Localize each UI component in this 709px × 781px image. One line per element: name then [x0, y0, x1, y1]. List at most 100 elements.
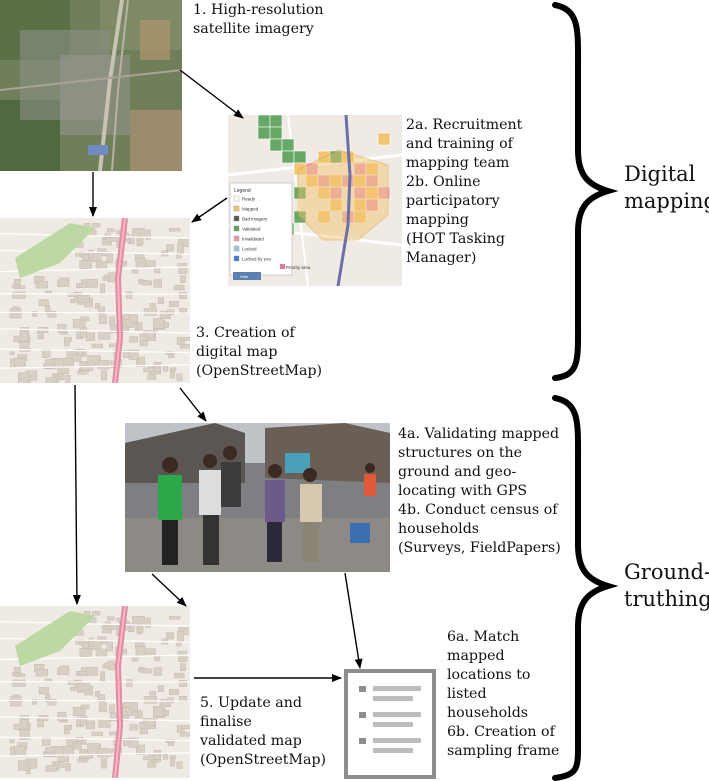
building	[92, 611, 101, 616]
field-validation-photo	[125, 423, 390, 572]
building	[177, 631, 184, 642]
osm-map-final	[0, 606, 190, 778]
building	[122, 350, 130, 358]
building	[80, 316, 90, 322]
step-2-label: 2a. Recruitment and training of mapping …	[406, 117, 523, 266]
building	[147, 762, 157, 768]
building	[179, 344, 190, 349]
building	[79, 648, 93, 657]
task-cell	[353, 210, 367, 224]
building	[97, 694, 105, 703]
legend-swatch	[233, 215, 240, 222]
arrow-osm-to-final	[72, 384, 81, 605]
building	[20, 331, 28, 342]
building	[143, 367, 155, 373]
building	[57, 712, 67, 721]
building	[59, 665, 70, 675]
building	[77, 758, 88, 763]
building	[42, 348, 51, 358]
building	[177, 243, 184, 254]
building	[32, 311, 38, 317]
street	[0, 233, 190, 239]
building	[72, 706, 86, 717]
building	[91, 343, 104, 348]
building	[98, 719, 111, 728]
building	[159, 699, 171, 708]
building	[9, 739, 15, 744]
building	[166, 632, 174, 640]
building	[106, 228, 115, 233]
building	[45, 765, 57, 772]
building	[179, 680, 187, 687]
building	[9, 351, 15, 356]
building	[19, 341, 30, 352]
legend-item-label: Mapped	[242, 207, 259, 212]
building	[143, 755, 155, 761]
building	[80, 327, 87, 338]
building	[136, 356, 145, 367]
building	[36, 669, 49, 677]
building	[59, 277, 70, 287]
street	[0, 736, 190, 742]
building	[65, 374, 71, 383]
building	[147, 374, 157, 380]
building	[143, 308, 157, 316]
legend-swatch	[233, 255, 240, 262]
building	[98, 314, 107, 325]
building	[177, 263, 187, 267]
building	[108, 660, 115, 671]
building	[179, 292, 187, 299]
building	[178, 656, 188, 662]
building	[88, 249, 94, 259]
building	[79, 671, 87, 676]
building	[153, 706, 164, 717]
building	[44, 751, 53, 757]
building	[42, 736, 51, 746]
building	[123, 702, 130, 708]
building	[9, 308, 22, 319]
task-cell	[293, 210, 307, 224]
building	[122, 738, 130, 746]
legend-swatch	[233, 235, 240, 242]
building	[180, 663, 186, 671]
building	[77, 370, 88, 375]
building	[77, 683, 90, 691]
task-cell	[365, 198, 379, 212]
building	[142, 280, 153, 286]
building	[173, 672, 185, 679]
building	[12, 679, 26, 687]
building	[45, 377, 57, 383]
building	[86, 667, 98, 676]
arrow-photo-to-final	[151, 573, 187, 607]
building	[157, 685, 165, 692]
building	[153, 361, 162, 372]
building	[18, 760, 30, 771]
building	[100, 283, 105, 294]
building	[97, 747, 110, 758]
task-cell	[317, 210, 331, 224]
satellite-image	[0, 0, 182, 171]
building	[80, 715, 87, 726]
task-cell	[377, 132, 391, 146]
arrow-photo-to-document	[344, 572, 363, 669]
building	[169, 689, 179, 695]
task-cell	[377, 186, 391, 200]
building	[38, 687, 49, 695]
legend-swatch	[233, 225, 240, 232]
building	[165, 739, 174, 743]
street	[0, 311, 190, 314]
osm-map-initial	[0, 218, 190, 383]
building	[129, 724, 138, 731]
legend-item-label: Locked	[242, 247, 257, 252]
building	[159, 311, 171, 320]
building	[153, 279, 163, 288]
tasking-legend-hide-button[interactable]: Hide	[240, 274, 249, 279]
building	[149, 303, 156, 308]
legend-item-label: Bad imagery	[242, 217, 268, 222]
phase-digital-mapping: Digital mapping	[624, 162, 709, 213]
building	[92, 223, 101, 228]
building	[14, 745, 26, 755]
building	[154, 656, 161, 662]
building	[79, 260, 93, 269]
